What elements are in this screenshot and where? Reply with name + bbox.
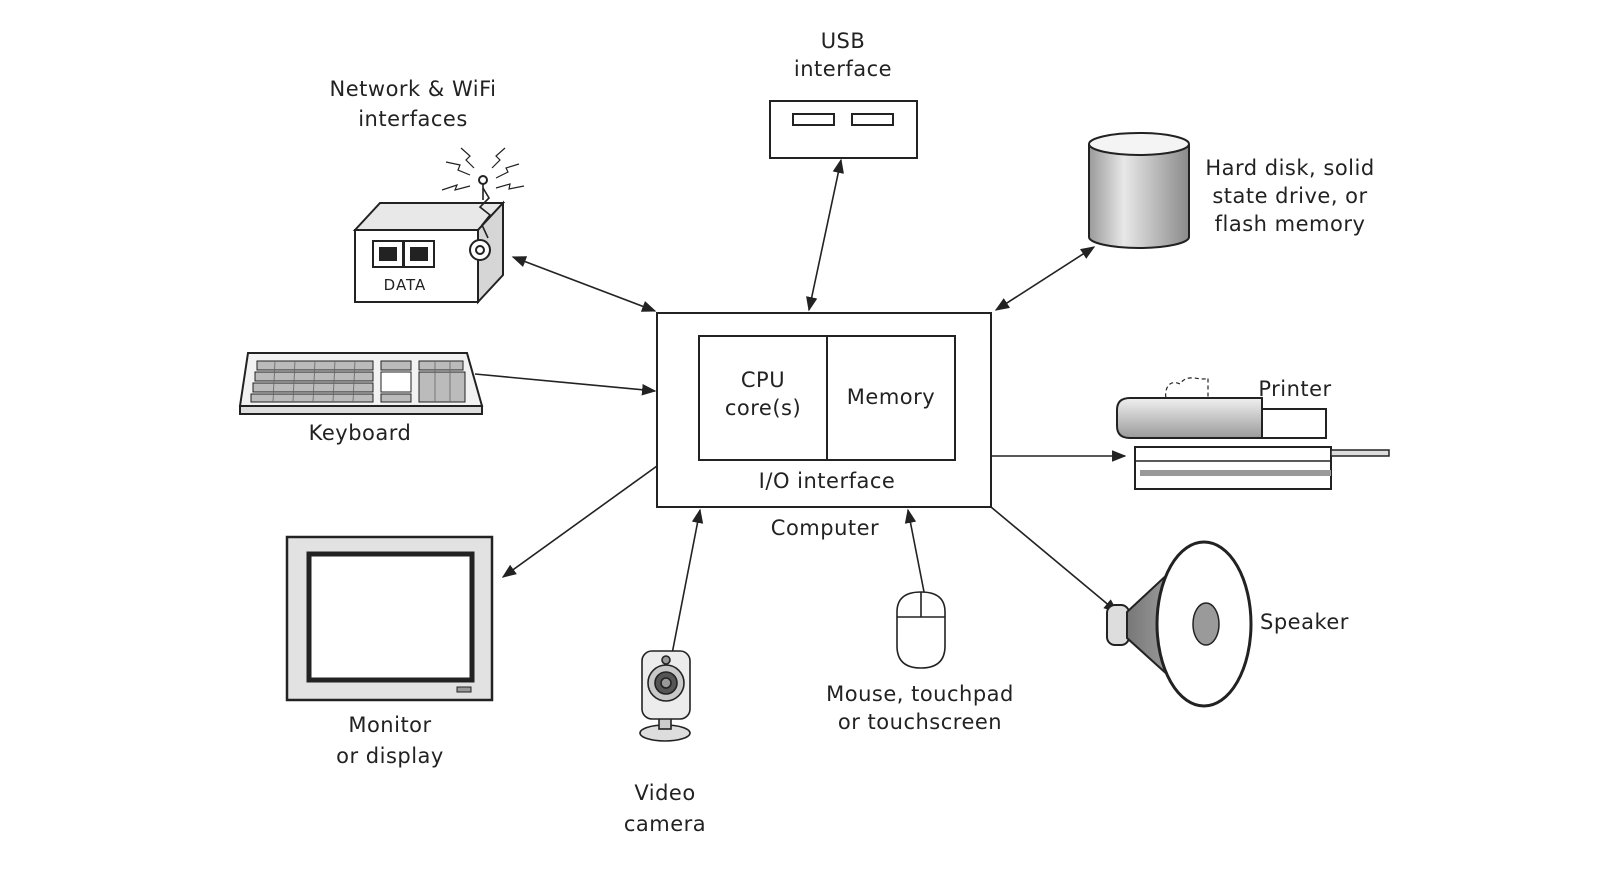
mouse-label-line2: or touchscreen [837,710,1003,734]
network-label: Network & WiFi interfaces [313,74,513,134]
network-connector [511,256,657,312]
camera-label-line2: camera [623,812,707,836]
cpu-box [698,335,828,461]
speaker-label: Speaker [1260,610,1349,634]
keyboard-connector [474,373,657,396]
disk-label-line1: Hard disk, solid [1205,156,1375,180]
network-label-line1: Network & WiFi [329,77,497,101]
disk-label-line2: state drive, or [1212,184,1368,208]
disk-label: Hard disk, solid state drive, or flash m… [1190,154,1390,238]
computer-label: Computer [770,516,880,540]
disk-cylinder-icon [1088,132,1190,249]
connectors [474,158,1127,655]
mouse-connector [904,508,926,598]
usb-port-icon [769,100,918,159]
network-box-icon [352,147,525,305]
computer-box [656,312,992,508]
webcam-icon [639,650,691,742]
cpu-label-line2: core(s) [724,396,802,420]
monitor-label-line1: Monitor [348,713,432,737]
usb-connector [806,158,844,312]
monitor-connector [501,465,658,578]
disk-label-line3: flash memory [1214,212,1366,236]
usb-label-line1: USB [820,29,866,53]
printer-icon [1116,377,1390,490]
speaker-connector [990,506,1119,613]
camera-label-line1: Video [634,781,696,805]
disk-connector [994,246,1096,311]
printer-label: Printer [1258,377,1332,401]
network-label-line2: interfaces [358,107,468,131]
keyboard-label: Keyboard [308,421,412,445]
speaker-icon [1106,540,1253,708]
monitor-label-line2: or display [336,744,444,768]
memory-label: Memory [846,385,936,409]
keyboard-icon [238,352,484,415]
monitor-icon [285,535,494,702]
mouse-icon [896,591,946,669]
network-data-label: DATA [383,276,427,294]
memory-box [826,335,956,461]
camera-label: Video camera [605,778,725,840]
usb-label-line2: interface [793,57,893,81]
mouse-label: Mouse, touchpad or touchscreen [810,680,1030,736]
usb-label: USB interface [783,27,903,83]
io-interface-label: I/O interface [758,469,896,493]
cpu-label-line1: CPU [740,368,786,392]
monitor-label: Monitor or display [310,710,470,772]
cpu-label: CPU core(s) [699,366,827,422]
camera-connector [671,508,704,655]
mouse-label-line1: Mouse, touchpad [826,682,1014,706]
